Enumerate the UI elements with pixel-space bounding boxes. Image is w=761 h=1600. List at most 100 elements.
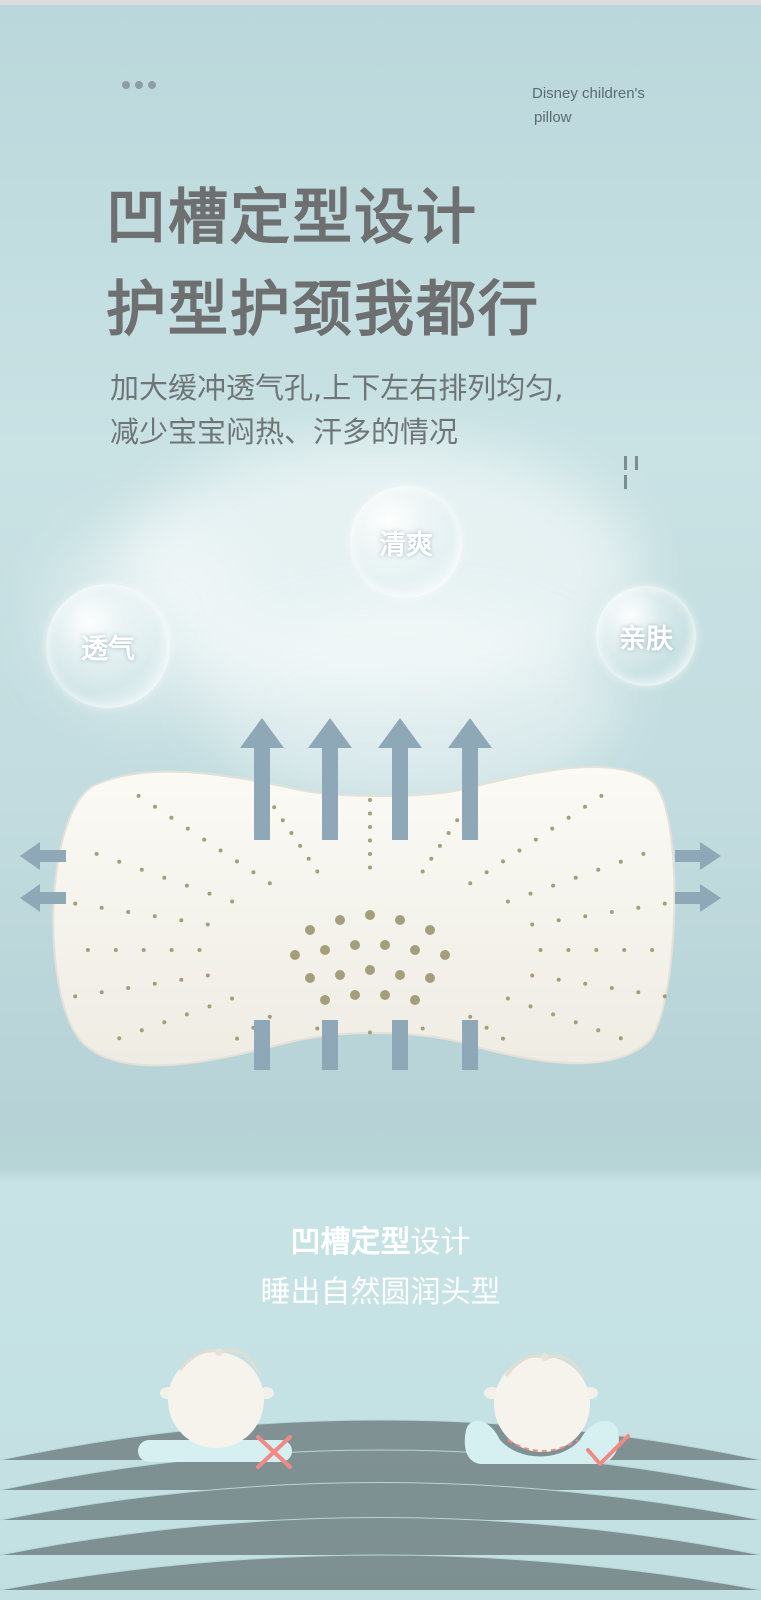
section-two-bold: 凹槽定型 [290, 1225, 411, 1260]
vent-hole [440, 950, 450, 960]
vent-hole [501, 859, 505, 864]
pillow-body [52, 765, 676, 1067]
vent-hole [315, 1026, 320, 1031]
vent-hole [596, 867, 601, 872]
arrow-left-icon [20, 884, 66, 912]
headline-line2: 护型护颈我都行 [106, 275, 540, 345]
subtitle-line2: 减少宝宝闷热、汗多的情况 [110, 415, 459, 449]
vent-hole [272, 805, 277, 810]
bubble-breathable: 透气 [46, 584, 170, 708]
airflow-arrows [20, 718, 721, 1070]
arrow-shaft [462, 1020, 478, 1070]
subtitle: 加大缓冲透气孔,上下左右排列均匀, 减少宝宝闷热、汗多的情况 [110, 366, 563, 454]
arrow-shaft [392, 1020, 408, 1070]
vent-hole [395, 970, 405, 980]
vent-hole [583, 804, 587, 809]
vent-hole [152, 981, 157, 986]
vent-hole [368, 865, 372, 870]
vent-hole [113, 948, 118, 952]
vent-hole [501, 1036, 505, 1041]
decor-bars-icon [624, 455, 654, 489]
vent-hole [202, 837, 207, 842]
vent-hole [420, 1026, 425, 1031]
vent-hole [235, 1036, 239, 1041]
vent-hole [368, 838, 372, 843]
vent-hole [117, 1036, 122, 1041]
vent-hole [636, 905, 641, 910]
vent-hole [517, 848, 522, 853]
vent-hole [583, 981, 588, 986]
vent-hole [505, 996, 510, 1001]
more-dots-icon [122, 74, 166, 89]
vent-hole [425, 925, 435, 935]
vent-hole [335, 915, 345, 925]
vent-hole [162, 875, 167, 880]
vent-hole [566, 948, 571, 952]
check-icon [586, 1434, 630, 1466]
vent-hole [185, 826, 190, 831]
vent-hole [126, 910, 131, 914]
cross-icon [256, 1435, 292, 1469]
bubble-fresh: 清爽 [350, 486, 462, 598]
baby-head-round [494, 1356, 590, 1452]
vent-hole [662, 901, 667, 906]
vent-hole [179, 918, 184, 923]
vent-hole [556, 977, 561, 982]
contour-pillow [464, 1420, 619, 1464]
vent-hole [468, 1014, 473, 1019]
vent-hole [530, 973, 535, 978]
vent-hole [551, 883, 556, 888]
vent-hole [609, 910, 614, 914]
vent-hole [289, 831, 294, 835]
vent-hole [320, 945, 330, 955]
arrow-right-icon [675, 842, 721, 870]
brand-line2: pillow [534, 109, 572, 126]
vent-hole [85, 948, 90, 952]
vent-hole [429, 856, 434, 861]
vent-hole [484, 1025, 489, 1030]
vent-hole [662, 994, 667, 999]
bubble-label: 清爽 [379, 529, 433, 561]
bubble-skin-friendly: 亲肤 [596, 586, 696, 686]
vent-hole [618, 1036, 623, 1041]
vent-hole [566, 815, 571, 820]
vent-hole [290, 950, 300, 960]
vent-hole [365, 910, 375, 920]
vent-hole [594, 948, 599, 952]
vent-hole [136, 793, 141, 798]
vent-hole [267, 881, 272, 886]
vent-hole [305, 973, 315, 983]
vent-hole [218, 848, 223, 853]
arrow-up-icon [240, 718, 284, 840]
vent-hole [368, 798, 372, 802]
vent-hole [141, 948, 146, 952]
vent-hole [320, 995, 330, 1005]
vent-hole [538, 948, 543, 952]
arrow-up-icon [378, 718, 422, 840]
vent-hole [368, 1030, 372, 1035]
vent-hole [73, 901, 78, 906]
vent-hole [505, 899, 510, 904]
vent-hole [207, 1004, 212, 1009]
vent-hole [126, 986, 131, 990]
brand-line1: Disney children's [532, 85, 645, 102]
arrow-up-icon [308, 718, 352, 840]
section-two-title: 凹槽定型设计 [0, 1218, 761, 1268]
vent-hole [205, 922, 210, 927]
vent-hole [410, 995, 420, 1005]
bubble-label: 亲肤 [619, 623, 673, 655]
vent-hole [622, 948, 627, 952]
vent-hole [609, 986, 614, 990]
vent-hole [153, 804, 157, 809]
vent-hole [94, 851, 99, 856]
vent-hole [368, 825, 372, 829]
vent-hole [636, 990, 641, 995]
vent-hole [315, 869, 320, 874]
vent-hole [350, 990, 360, 1000]
vent-hole [573, 1020, 578, 1025]
brand-label: Disney children's pillow [532, 82, 682, 130]
vent-hole [596, 1028, 601, 1033]
vent-hole [395, 915, 405, 925]
vent-hole [368, 852, 372, 856]
